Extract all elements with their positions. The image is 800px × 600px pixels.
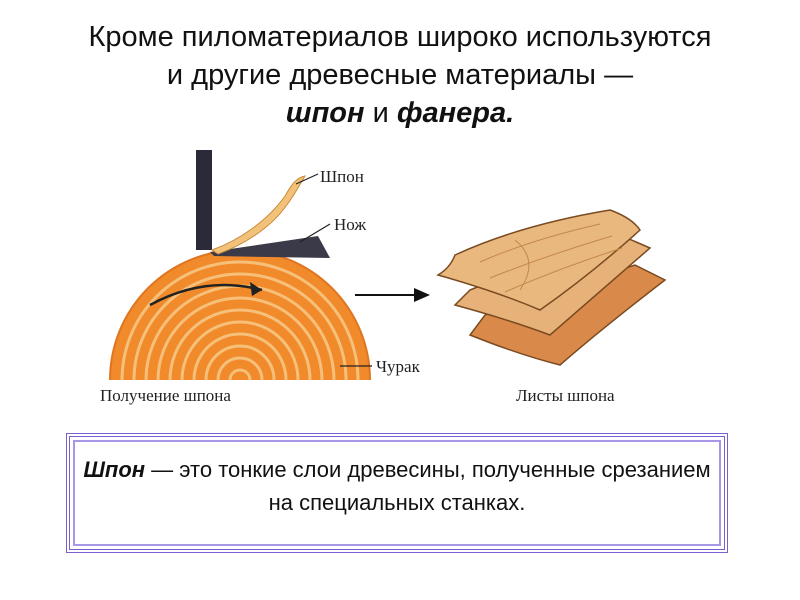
title-line-1: Кроме пиломатериалов широко используются [88, 21, 712, 53]
blade-holder [196, 150, 212, 250]
log-cross-section [109, 249, 371, 381]
title-line-2: и другие древесные материалы — [166, 59, 634, 91]
veneer-strip [210, 175, 307, 255]
caption-right: Листы шпона [516, 386, 615, 405]
veneer-sheets [436, 209, 667, 366]
title-conjunction: и [364, 97, 397, 129]
label-log: Чурак [376, 357, 421, 376]
definition-term: Шпон [83, 457, 146, 482]
slide-title: Кроме пиломатериалов широко используются… [0, 18, 800, 132]
title-term-plywood: фанера. [396, 97, 515, 129]
title-line-3: шпон и фанера. [0, 94, 800, 132]
veneer-figure: Шпон Нож Чурак Получение шпона Листы шпо… [0, 140, 800, 420]
rotation-arrow [149, 282, 263, 307]
process-arrow [355, 288, 430, 302]
knife-pointer [299, 223, 331, 243]
veneer-pointer [295, 173, 319, 185]
definition-box: Шпон — это тонкие слои древесины, получе… [66, 433, 728, 553]
label-veneer: Шпон [320, 167, 364, 186]
definition-text: Шпон — это тонкие слои древесины, получе… [82, 453, 712, 519]
label-knife: Нож [334, 215, 366, 234]
definition-body: — это тонкие слои древесины, полученные … [145, 457, 711, 515]
title-term-veneer: шпон [285, 97, 365, 129]
caption-left: Получение шпона [100, 386, 231, 405]
veneer-illustration: Шпон Нож Чурак Получение шпона Листы шпо… [100, 150, 667, 405]
